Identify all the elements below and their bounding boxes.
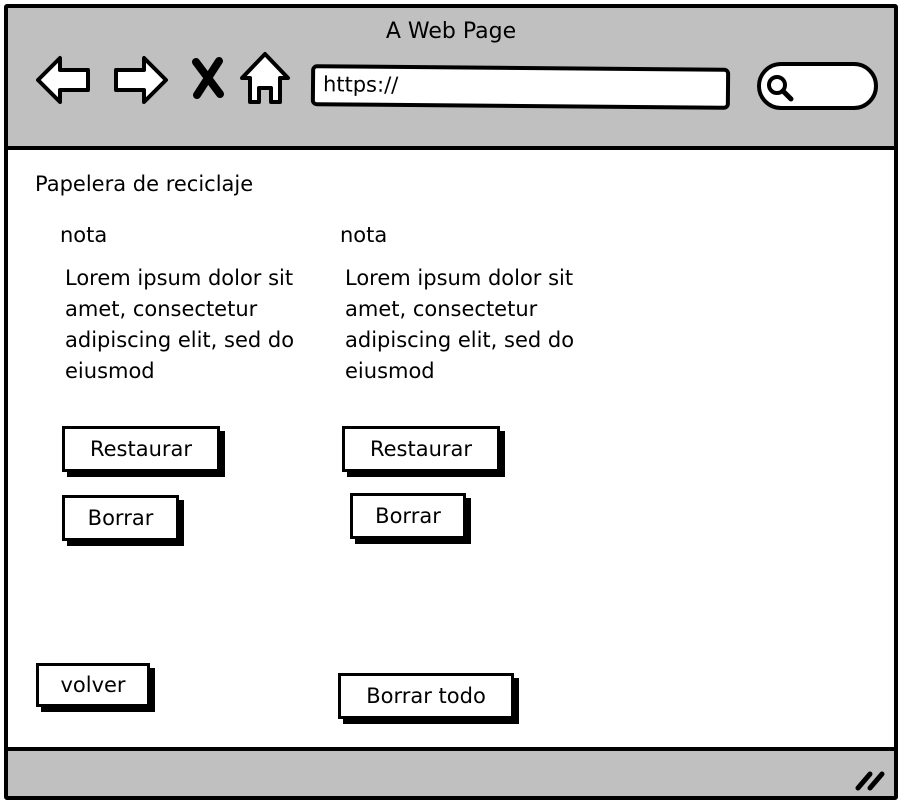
address-bar-text: https:// [322, 72, 399, 97]
home-icon[interactable] [238, 50, 292, 108]
note-title: nota [60, 223, 108, 247]
search-box[interactable] [757, 62, 878, 110]
close-x-icon[interactable] [188, 56, 228, 100]
note-body: Lorem ipsum dolor sit amet, consectetur … [65, 266, 295, 383]
status-bar [8, 747, 894, 796]
search-icon [767, 75, 794, 102]
restore-button[interactable]: Restaurar [342, 426, 500, 472]
back-button[interactable]: volver [36, 663, 150, 707]
forward-arrow-icon[interactable] [108, 50, 172, 110]
browser-toolbar: A Web Page https:// [8, 8, 894, 150]
note-title: nota [340, 223, 388, 247]
delete-all-button[interactable]: Borrar todo [338, 673, 514, 719]
delete-button[interactable]: Borrar [350, 493, 466, 539]
back-arrow-icon[interactable] [32, 50, 96, 110]
restore-button[interactable]: Restaurar [62, 426, 220, 472]
delete-button[interactable]: Borrar [62, 495, 179, 541]
browser-window: A Web Page https:// Papelera de reciclaj… [4, 4, 898, 800]
note-body: Lorem ipsum dolor sit amet, consectetur … [345, 266, 575, 383]
page-title: Papelera de reciclaje [35, 172, 254, 196]
window-title: A Web Page [385, 19, 517, 44]
address-bar[interactable]: https:// [310, 64, 731, 110]
resize-grip-icon[interactable] [854, 766, 890, 792]
